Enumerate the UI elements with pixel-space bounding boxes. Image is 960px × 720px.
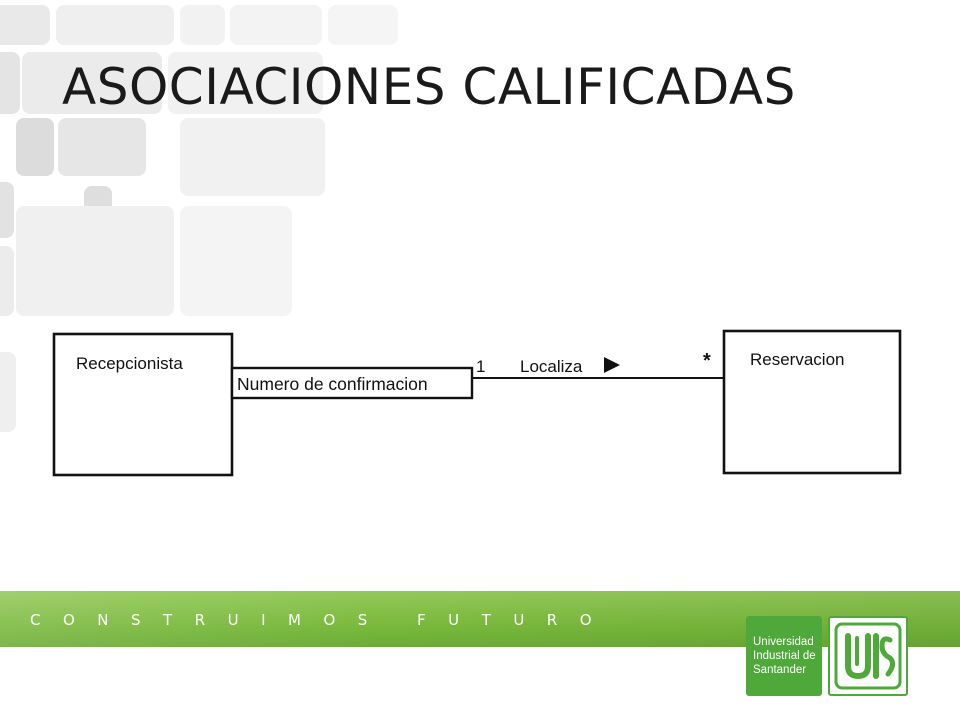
uml-diagram: Recepcionista Numero de confirmacion 1 L… — [48, 327, 912, 483]
multiplicity-right: * — [703, 350, 711, 372]
direction-arrow-icon — [604, 357, 620, 373]
multiplicity-left: 1 — [476, 357, 485, 376]
class-name-recepcionista: Recepcionista — [76, 354, 183, 373]
footer-tagline: CONSTRUIMOS FUTURO — [30, 611, 615, 629]
footer-band — [0, 591, 960, 647]
uml-diagram-canvas: Recepcionista Numero de confirmacion 1 L… — [52, 329, 902, 477]
uis-monogram-icon — [834, 622, 902, 690]
class-box-reservacion — [722, 329, 902, 475]
slide-title: ASOCIACIONES CALIFICADAS — [62, 58, 796, 116]
university-logo-text: Universidad Industrial de Santander — [746, 616, 822, 696]
class-name-reservacion: Reservacion — [750, 350, 845, 369]
qualifier-box — [230, 366, 474, 400]
class-box-recepcionista — [52, 332, 234, 477]
university-logo-icon — [828, 616, 908, 696]
logo-line-2: Industrial de — [753, 650, 816, 662]
logo-line-1: Universidad — [753, 636, 814, 648]
qualifier-label: Numero de confirmacion — [237, 374, 428, 394]
logo-line-3: Santander — [753, 664, 807, 676]
association-name: Localiza — [520, 357, 583, 376]
